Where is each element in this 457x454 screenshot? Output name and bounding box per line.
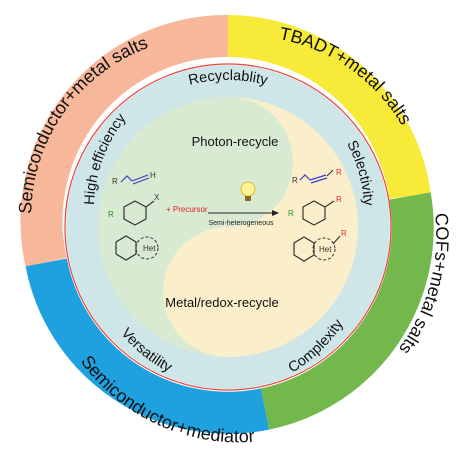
label-photon-recycle: Photon-recycle (192, 134, 279, 149)
svg-text:R: R (336, 168, 342, 177)
segment-tbadt-metal-salts (227, 15, 431, 200)
core-right-swirl (163, 97, 358, 357)
svg-text:R: R (108, 210, 114, 219)
product-aryl-icon: R R (288, 195, 342, 226)
svg-text:Het: Het (143, 244, 156, 253)
product-alkyne-icon: R R (292, 168, 342, 185)
red-divider-ring (64, 63, 392, 391)
svg-text:R: R (288, 209, 294, 218)
svg-text:R: R (112, 177, 118, 186)
segment-semiconductor-mediator (25, 258, 270, 434)
core-circle (98, 97, 358, 357)
segment-semiconductor-metal-salts (20, 14, 229, 268)
semi-heterogeneous-label: Semi-heterogeneous (209, 220, 274, 227)
heteroarene-structure-icon: Het (115, 235, 159, 261)
svg-text:R: R (341, 229, 347, 238)
precursor-label: + Precursor (166, 205, 208, 214)
label-recyclability: Recyclablity (187, 68, 270, 89)
outer-ring (20, 14, 434, 434)
svg-text:X: X (154, 193, 160, 202)
lightbulb-icon (240, 181, 256, 201)
segment-cofs-metal-salts (260, 192, 434, 430)
svg-text:R: R (292, 176, 298, 185)
svg-text:Het: Het (319, 245, 332, 254)
product-heteroarene-icon: Het R (293, 229, 347, 262)
svg-text:H: H (150, 171, 156, 180)
alkyne-structure-icon: R H (112, 171, 156, 186)
aryl-halide-structure-icon: R X (108, 193, 160, 226)
reaction-arrowhead (272, 210, 279, 216)
svg-text:R: R (336, 195, 342, 204)
label-metal-redox-recycle: Metal/redox-recycle (165, 295, 278, 310)
